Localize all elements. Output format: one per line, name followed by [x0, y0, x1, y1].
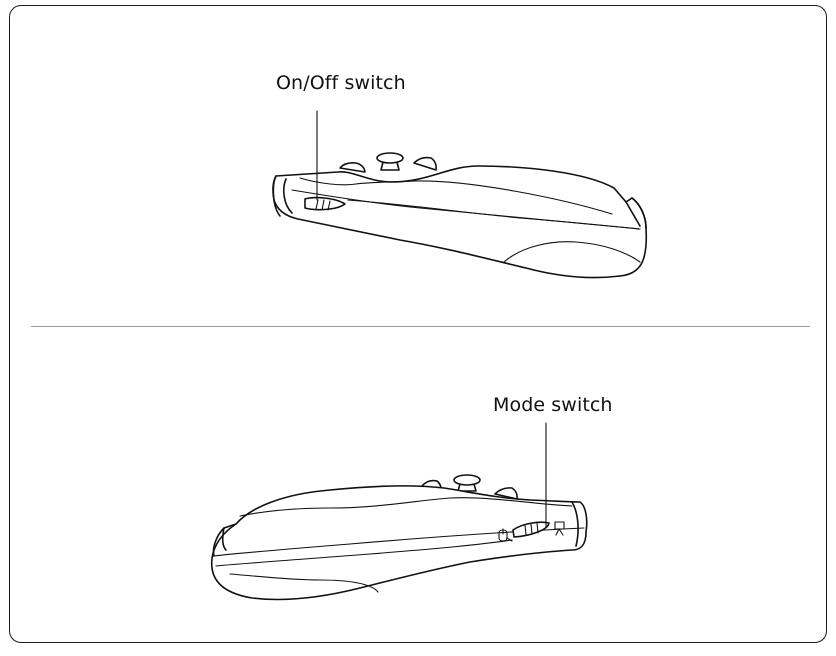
center-button: [376, 152, 404, 171]
mode-switch-label: Mode switch: [493, 394, 613, 416]
presenter-top-view: [272, 110, 648, 279]
on-off-switch-label: On/Off switch: [276, 72, 406, 94]
top-button-right: [413, 156, 437, 171]
presenter-body: [272, 165, 648, 279]
top-button-left: [339, 162, 366, 173]
mode-switch: [512, 521, 550, 538]
section-divider: [31, 326, 810, 327]
front-cap: [272, 175, 281, 217]
presenter-body: [210, 485, 588, 601]
presentation-icon: [554, 521, 565, 536]
figure-frame: [9, 5, 827, 643]
mouse-icon: [498, 528, 513, 542]
front-cap: [571, 501, 579, 547]
center-button: [453, 474, 481, 492]
top-button-right: [494, 487, 518, 500]
on-off-switch: [304, 196, 346, 211]
grip-curve: [229, 573, 379, 593]
grip-curve: [503, 241, 641, 263]
presenter-bottom-view: [210, 422, 588, 601]
